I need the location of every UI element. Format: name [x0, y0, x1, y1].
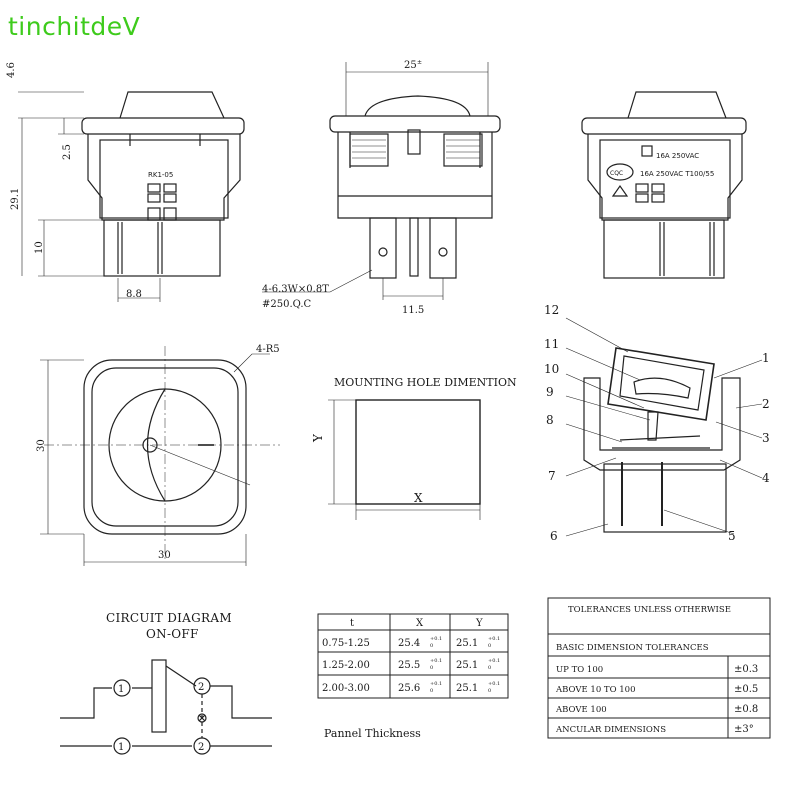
circuit-node-1-bottom: 1 — [118, 742, 124, 753]
callout-3: 3 — [762, 431, 770, 445]
callout-10: 10 — [544, 362, 559, 376]
tol-sup: +0.1 — [488, 658, 500, 664]
tolerance-row-3-label: ABOVE 100 — [555, 705, 607, 715]
terminal-note-1: 4-6.3W×0.8T — [262, 284, 329, 295]
callout-2: 2 — [762, 397, 770, 411]
panel-row-1-x: 25.4 — [398, 638, 420, 649]
dim-terminal-spacing: 11.5 — [402, 305, 424, 316]
circuit-node-2-bottom: 2 — [198, 742, 204, 753]
callout-4: 4 — [762, 471, 770, 485]
watermark: tinchitdeV — [8, 12, 141, 41]
panel-header-x: X — [416, 618, 424, 629]
mounting-hole-title: MOUNTING HOLE DIMENTION — [334, 376, 517, 389]
circuit-diagram — [60, 659, 272, 755]
dim-step: 2.5 — [62, 144, 73, 160]
tol-sup: +0.1 — [430, 681, 442, 687]
tol-sup: +0.1 — [430, 636, 442, 642]
tol-sub: 0 — [430, 688, 433, 694]
dim-front-width-tol: ± — [417, 59, 422, 66]
panel-row-3-t: 2.00-3.00 — [322, 683, 370, 694]
callout-5: 5 — [728, 529, 736, 543]
panel-header-y: Y — [475, 618, 483, 629]
callout-7: 7 — [548, 469, 556, 483]
dim-terminal-pitch: 8.8 — [126, 289, 142, 300]
model-marking: RK1-05 — [148, 171, 173, 179]
tolerance-row-1-value: ±0.3 — [734, 664, 758, 675]
panel-row-2-y: 25.1 — [456, 660, 478, 671]
dim-terminal-height: 10 — [34, 241, 45, 254]
panel-row-2-x: 25.5 — [398, 660, 420, 671]
callout-6: 6 — [550, 529, 558, 543]
rating-line-1: 16A 250VAC — [656, 152, 699, 160]
tolerance-table-grid — [547, 597, 771, 739]
callout-11: 11 — [544, 337, 559, 351]
panel-header-t: t — [350, 618, 354, 629]
mounting-hole-x: X — [414, 491, 423, 505]
panel-row-2-t: 1.25-2.00 — [322, 660, 370, 671]
panel-table-grid — [317, 613, 509, 699]
tolerance-row-4-value: ±3° — [734, 724, 754, 735]
circuit-subtitle: ON-OFF — [146, 627, 199, 641]
panel-row-1-t: 0.75-1.25 — [322, 638, 370, 649]
front-view — [262, 62, 501, 300]
dim-rocker-height: 4.6 — [6, 62, 17, 78]
tol-sub: 0 — [430, 665, 433, 671]
tol-sub: 0 — [488, 643, 491, 649]
tol-sub: 0 — [488, 665, 491, 671]
panel-row-1-y: 25.1 — [456, 638, 478, 649]
rating-line-2: 16A 250VAC T100/55 — [640, 170, 714, 178]
cert-mark: CQC — [610, 170, 623, 177]
callout-1: 1 — [762, 351, 770, 365]
tolerance-row-3-value: ±0.8 — [734, 704, 758, 715]
mounting-hole-view — [328, 399, 481, 520]
dim-top-width: 30 — [158, 550, 171, 561]
circuit-node-1-top: 1 — [118, 684, 124, 695]
callout-12: 12 — [544, 303, 559, 317]
dim-front-width: 25 — [404, 60, 417, 71]
tol-sup: +0.1 — [488, 681, 500, 687]
top-view — [40, 346, 280, 566]
tol-sub: 0 — [488, 688, 491, 694]
side-view — [18, 91, 245, 302]
tolerance-row-2-label: ABOVE 10 TO 100 — [555, 685, 636, 695]
tolerance-row-4-label: ANCULAR DIMENSIONS — [555, 725, 666, 735]
mounting-hole-y: Y — [311, 433, 325, 443]
dim-total-height: 29.1 — [10, 188, 21, 210]
tolerance-title: TOLERANCES UNLESS OTHERWISE — [568, 605, 731, 615]
tol-sub: 0 — [430, 643, 433, 649]
panel-row-3-y: 25.1 — [456, 683, 478, 694]
panel-row-3-x: 25.6 — [398, 683, 420, 694]
dim-top-height: 30 — [36, 439, 47, 452]
circuit-title: CIRCUIT DIAGRAM — [106, 611, 232, 625]
callout-9: 9 — [546, 385, 554, 399]
tolerance-row-1-label: UP TO 100 — [556, 665, 603, 675]
section-view — [565, 317, 763, 537]
circuit-node-2-top: 2 — [198, 682, 204, 693]
back-view — [581, 91, 747, 279]
corner-radius: 4-R5 — [256, 344, 280, 355]
tolerance-row-2-value: ±0.5 — [734, 684, 758, 695]
panel-caption: Pannel Thickness — [324, 727, 421, 740]
terminal-note-2: #250.Q.C — [262, 299, 312, 310]
tolerance-subtitle: BASIC DIMENSION TOLERANCES — [556, 643, 709, 653]
callout-8: 8 — [546, 413, 554, 427]
tol-sup: +0.1 — [430, 658, 442, 664]
tol-sup: +0.1 — [488, 636, 500, 642]
